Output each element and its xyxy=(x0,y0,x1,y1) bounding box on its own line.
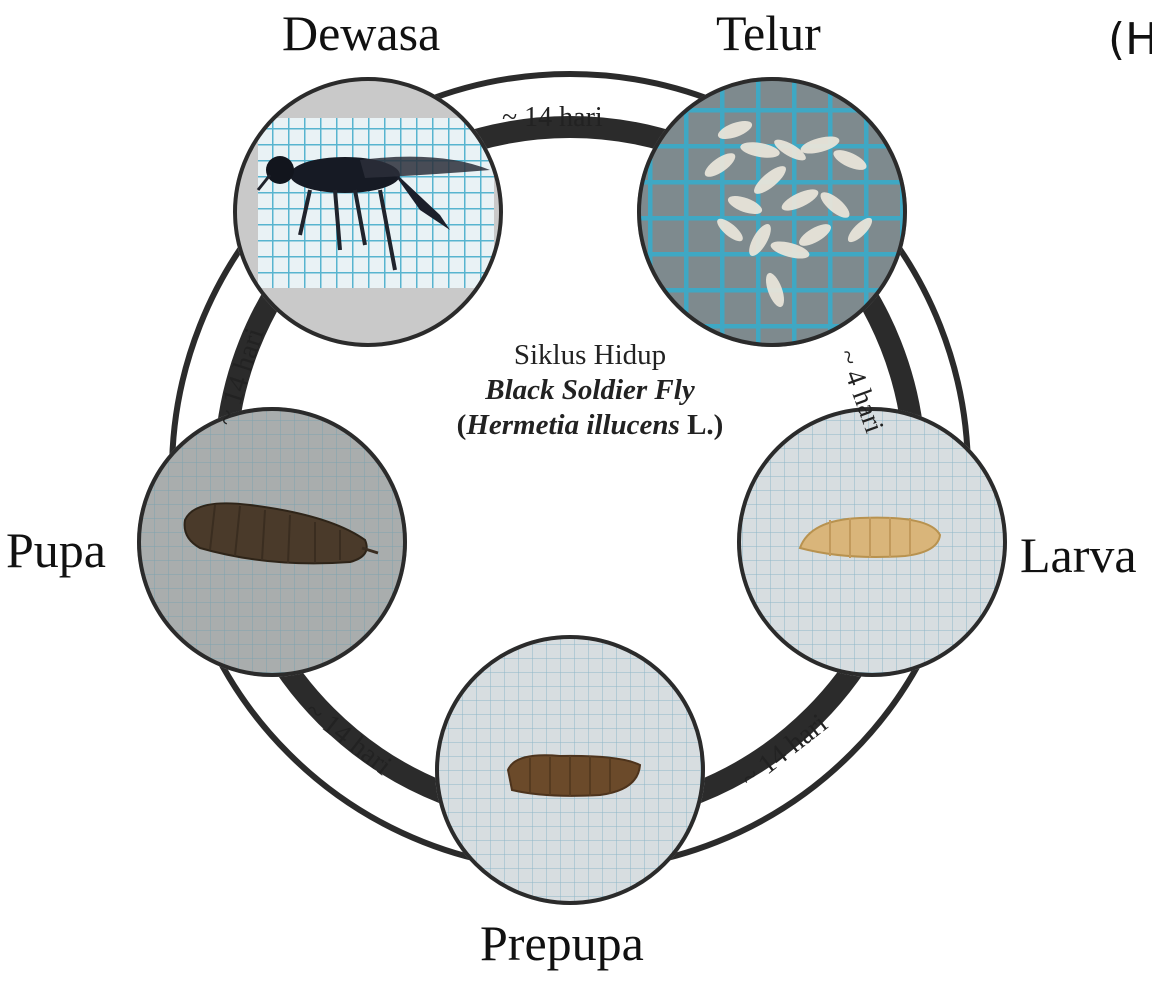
center-line-3-close: L.) xyxy=(680,409,724,441)
corner-fragment: (H xyxy=(1108,18,1152,62)
center-title: Siklus Hidup Black Soldier Fly (Hermetia… xyxy=(380,338,800,442)
stage-label-pupa: Pupa xyxy=(6,525,106,575)
center-line-1: Siklus Hidup xyxy=(380,338,800,373)
stage-label-prepupa: Prepupa xyxy=(480,918,644,968)
stage-label-larva: Larva xyxy=(1020,530,1137,580)
stage-label-egg: Telur xyxy=(716,8,821,58)
center-line-2: Black Soldier Fly xyxy=(380,373,800,408)
stage-label-adult: Dewasa xyxy=(282,8,440,58)
center-line-3: (Hermetia illucens L.) xyxy=(380,408,800,443)
center-line-3-italic: Hermetia illucens xyxy=(466,409,679,441)
duration-adult-to-egg: ~ 14 hari xyxy=(502,102,603,134)
center-line-3-open: ( xyxy=(457,409,467,441)
